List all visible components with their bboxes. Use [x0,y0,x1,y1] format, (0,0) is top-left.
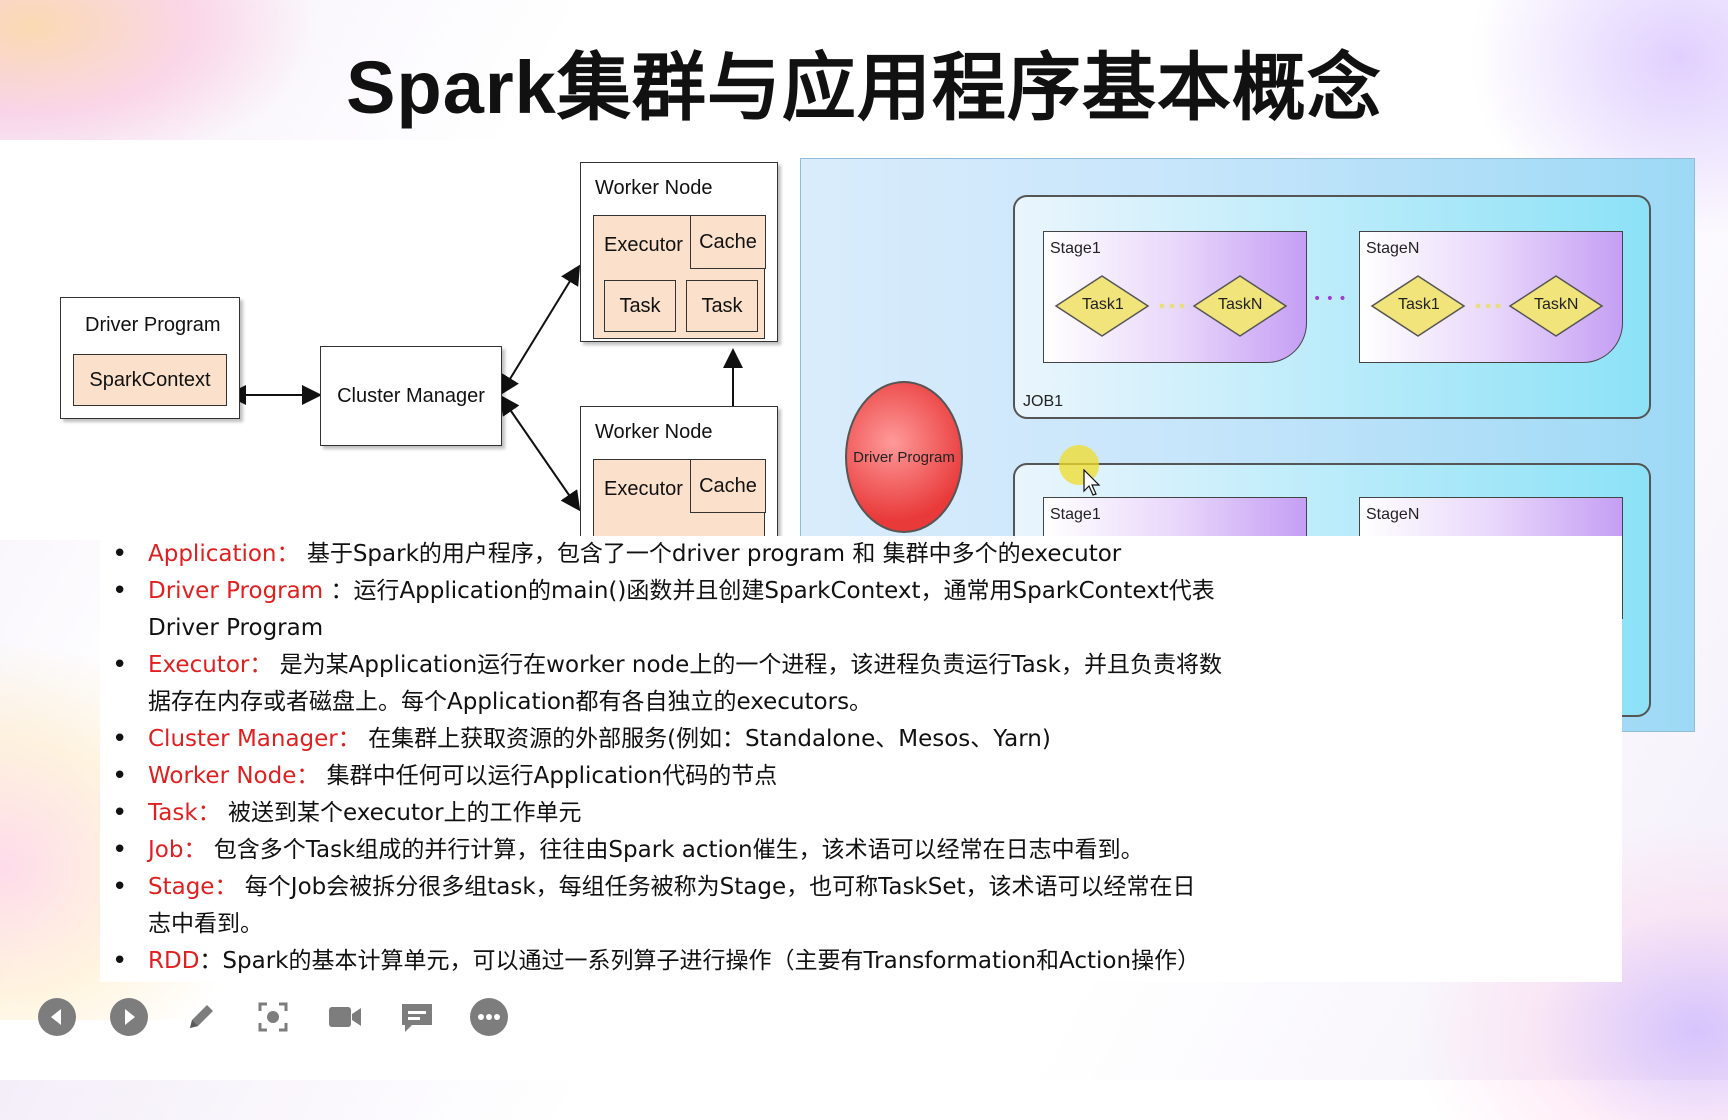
cluster-manager-box: Cluster Manager [320,346,502,446]
list-item: Worker Node： 集群中任何可以运行Application代码的节点 [100,758,1622,795]
concept-desc: 在集群上获取资源的外部服务(例如：Standalone、Mesos、Yarn) [360,726,1051,752]
focus-button[interactable] [254,998,292,1036]
stage-ellipsis: • • • [1313,291,1347,307]
list-item: Stage： 每个Job会被拆分很多组task，每组任务被称为Stage，也可称… [100,869,1622,943]
taskn-label: TaskN [1218,296,1263,313]
cache-box: Cache [690,215,766,269]
concept-term: Stage： [148,874,238,900]
worker-node-label: Worker Node [595,177,713,199]
spark-context-label: SparkContext [89,368,211,391]
concept-desc-cont: 志中看到。 [148,911,263,937]
focus-icon [258,1002,288,1032]
task-box: Task [604,280,676,332]
concept-desc: 包含多个Task组成的并行计算，往往由Spark action催生，该术语可以经… [206,837,1144,863]
stagen-label: StageN [1366,240,1420,257]
stagen-label: StageN [1366,506,1420,523]
driver-program-label: Driver Program [85,314,221,336]
worker-node-box-1: Worker Node Executor Cache Task Task [580,162,778,342]
task1-label: Task1 [1082,296,1124,313]
next-icon [125,1009,135,1025]
concept-term: Task： [148,800,221,826]
executor-group: Executor Cache Task Task [593,215,766,339]
stage1-tasks [1054,275,1288,337]
concept-desc: 每个Job会被拆分很多组task，每组任务被称为Stage，也可称TaskSet… [237,874,1196,900]
concept-desc-cont: Driver Program [148,615,324,641]
concept-term: Worker Node： [148,763,320,789]
cluster-manager-label: Cluster Manager [337,384,485,407]
concept-term: Cluster Manager： [148,726,361,752]
concept-desc: 集群中任何可以运行Application代码的节点 [319,763,778,789]
worker-node-label: Worker Node [595,421,713,443]
concept-term: RDD [148,948,200,974]
mouse-cursor-icon [1083,469,1101,496]
prev-icon [51,1009,61,1025]
concept-term: Job： [148,837,207,863]
stage1-box: Stage1 Task1 TaskN [1043,231,1307,363]
comment-button[interactable] [398,998,436,1036]
more-icon [478,1014,500,1020]
task-label: Task [619,294,661,317]
concept-desc: ：运行Application的main()函数并且创建SparkContext，… [323,578,1215,604]
list-item: Cluster Manager： 在集群上获取资源的外部服务(例如：Standa… [100,721,1622,758]
task-label: Task [701,294,743,317]
cluster-architecture-diagram: Driver Program SparkContext Cluster Mana… [0,140,800,586]
prev-slide-button[interactable] [38,998,76,1036]
concept-term: Application： [148,541,300,567]
list-item: Driver Program ：运行Application的main()函数并且… [100,573,1622,647]
video-icon [329,1007,361,1027]
pen-icon [190,1005,213,1028]
list-item: Application： 基于Spark的用户程序，包含了一个driver pr… [100,536,1622,573]
concept-desc: 基于Spark的用户程序，包含了一个driver program 和 集群中多个… [299,541,1122,567]
cache-label: Cache [699,230,757,253]
comment-icon [402,1004,432,1032]
list-item: Job： 包含多个Task组成的并行计算，往往由Spark action催生，该… [100,832,1622,869]
concept-list: Application： 基于Spark的用户程序，包含了一个driver pr… [100,536,1622,982]
list-item: RDD：Spark的基本计算单元，可以通过一系列算子进行操作（主要有Transf… [100,943,1622,980]
task-box: Task [686,280,758,332]
driver-program-circle-label: Driver Program [853,448,955,466]
job1-container: JOB1 Stage1 Task1 TaskN • • • StageN Tas… [1013,195,1651,419]
task1-label: Task1 [1398,296,1440,313]
driver-program-circle: Driver Program [845,381,963,533]
more-options-button[interactable] [470,998,508,1036]
cache-label: Cache [699,474,757,497]
stagen-tasks [1370,275,1604,337]
cache-box: Cache [690,459,766,513]
driver-program-box: Driver Program SparkContext [60,297,240,419]
stagen-box: StageN Task1 TaskN [1359,231,1623,363]
concept-term: Driver Program [148,578,324,604]
stage1-label: Stage1 [1050,240,1101,257]
pen-button[interactable] [182,998,220,1036]
executor-label: Executor [604,234,683,256]
slide-title: Spark集群与应用程序基本概念 [346,46,1382,129]
concept-desc-cont: 据存在内存或者磁盘上。每个Application都有各自独立的executors… [148,689,873,715]
stage1-label: Stage1 [1050,506,1101,523]
spark-context-box: SparkContext [73,354,227,406]
next-slide-button[interactable] [110,998,148,1036]
taskn-label: TaskN [1534,296,1579,313]
presentation-toolbar [38,998,508,1036]
list-item: Task： 被送到某个executor上的工作单元 [100,795,1622,832]
concept-term: Executor： [148,652,273,678]
video-button[interactable] [326,998,364,1036]
concept-desc: ：Spark的基本计算单元，可以通过一系列算子进行操作（主要有Transform… [199,948,1201,974]
job1-label: JOB1 [1023,393,1064,410]
list-item: Executor： 是为某Application运行在worker node上的… [100,647,1622,721]
concept-desc: 被送到某个executor上的工作单元 [220,800,582,826]
concept-desc: 是为某Application运行在worker node上的一个进程，该进程负责… [272,652,1222,678]
executor-label: Executor [604,478,683,500]
